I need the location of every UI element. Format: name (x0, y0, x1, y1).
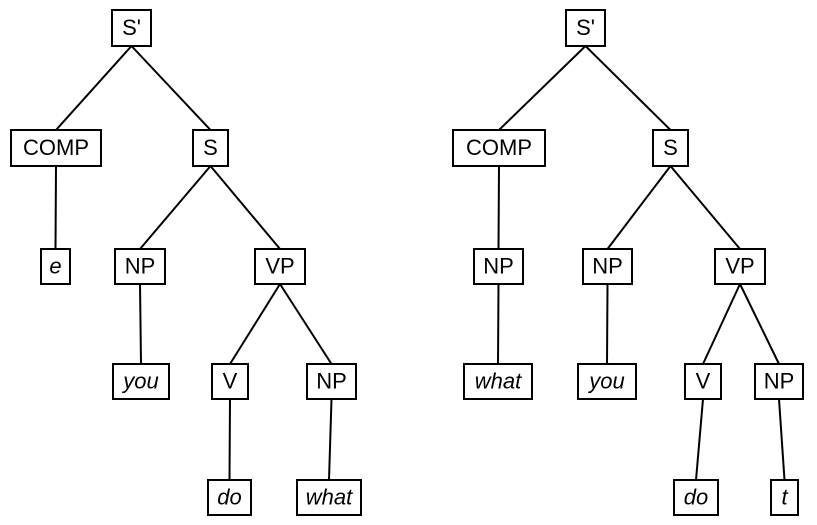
tree-node-np[interactable]: NP (306, 363, 357, 400)
node-label: S' (122, 15, 141, 40)
tree-edge (702, 283, 741, 365)
node-label: NP (483, 253, 514, 278)
tree-node-what[interactable]: what (296, 479, 362, 516)
surface-structure-tree-nodes: S' COMP S NP NP VP what you V NP do t (452, 9, 804, 516)
node-box (770, 479, 799, 516)
node-label: NP (764, 368, 795, 393)
node-label: NP (125, 253, 156, 278)
node-box (111, 9, 152, 47)
tree-edge (55, 45, 133, 131)
node-label: COMP (23, 135, 89, 160)
node-box (463, 363, 533, 400)
node-box (112, 363, 170, 400)
node-box (582, 248, 633, 285)
tree-edge (139, 283, 142, 365)
node-label: what (306, 484, 353, 509)
node-label: VP (265, 253, 294, 278)
node-box (211, 363, 249, 400)
node-label: e (49, 253, 61, 278)
deep-structure-tree-edges (54, 45, 333, 481)
tree-node-sbar[interactable]: S' (565, 9, 606, 47)
node-box (714, 248, 766, 285)
tree-node-vp[interactable]: VP (714, 248, 766, 285)
surface-structure-tree-edges (497, 45, 786, 481)
node-label: do (684, 484, 708, 509)
node-label: NP (316, 368, 347, 393)
tree-edge (584, 45, 672, 131)
tree-edge (54, 165, 57, 250)
tree-edge (497, 165, 500, 250)
tree-node-comp[interactable]: COMP (452, 129, 546, 167)
tree-node-np[interactable]: NP (582, 248, 633, 285)
tree-node-s[interactable]: S (652, 129, 689, 167)
tree-node-np[interactable]: NP (473, 248, 524, 285)
node-box (577, 363, 637, 400)
node-box (296, 479, 362, 516)
tree-edge (229, 283, 281, 365)
tree-edge (130, 45, 212, 131)
node-box (673, 479, 719, 516)
tree-node-you[interactable]: you (577, 363, 637, 400)
tree-edge (498, 45, 587, 131)
edges-layer (54, 45, 786, 481)
node-box (10, 129, 102, 167)
node-box (652, 129, 689, 167)
tree-edge (669, 165, 741, 250)
tree-edge (606, 165, 672, 250)
node-box (473, 248, 524, 285)
tree-node-sbar[interactable]: S' (111, 9, 152, 47)
node-label: you (121, 368, 158, 393)
tree-node-e[interactable]: e (40, 248, 71, 285)
node-label: V (223, 368, 238, 393)
node-label: do (217, 484, 241, 509)
node-label: S (663, 135, 678, 160)
node-label: COMP (466, 135, 532, 160)
node-box (565, 9, 606, 47)
tree-edge (209, 165, 281, 250)
node-label: V (696, 368, 711, 393)
node-label: VP (725, 253, 754, 278)
tree-node-s[interactable]: S (192, 129, 229, 167)
node-label: S' (576, 15, 595, 40)
tree-node-np[interactable]: NP (754, 363, 804, 400)
node-box (452, 129, 546, 167)
tree-edge (739, 283, 780, 365)
node-box (40, 248, 71, 285)
tree-edge (778, 398, 786, 481)
tree-node-t[interactable]: t (770, 479, 799, 516)
node-label: NP (592, 253, 623, 278)
tree-node-comp[interactable]: COMP (10, 129, 102, 167)
tree-edge (139, 165, 212, 250)
node-box (754, 363, 804, 400)
tree-node-vp[interactable]: VP (254, 248, 306, 285)
node-box (192, 129, 229, 167)
tree-node-np[interactable]: NP (114, 248, 166, 285)
tree-edge (328, 398, 333, 481)
tree-node-v[interactable]: V (211, 363, 249, 400)
node-label: what (475, 368, 522, 393)
tree-edge (228, 398, 231, 481)
tree-node-do[interactable]: do (207, 479, 252, 516)
node-label: S (203, 135, 218, 160)
tree-edge (497, 283, 500, 365)
tree-node-do[interactable]: do (673, 479, 719, 516)
node-box (114, 248, 166, 285)
node-box (306, 363, 357, 400)
tree-node-you[interactable]: you (112, 363, 170, 400)
node-box (684, 363, 722, 400)
tree-node-v[interactable]: V (684, 363, 722, 400)
tree-edge (279, 283, 333, 365)
tree-edge (606, 283, 609, 365)
tree-edge (695, 398, 704, 481)
node-box (207, 479, 252, 516)
node-label: t (781, 484, 788, 509)
node-label: you (587, 368, 624, 393)
node-box (254, 248, 306, 285)
tree-node-what[interactable]: what (463, 363, 533, 400)
